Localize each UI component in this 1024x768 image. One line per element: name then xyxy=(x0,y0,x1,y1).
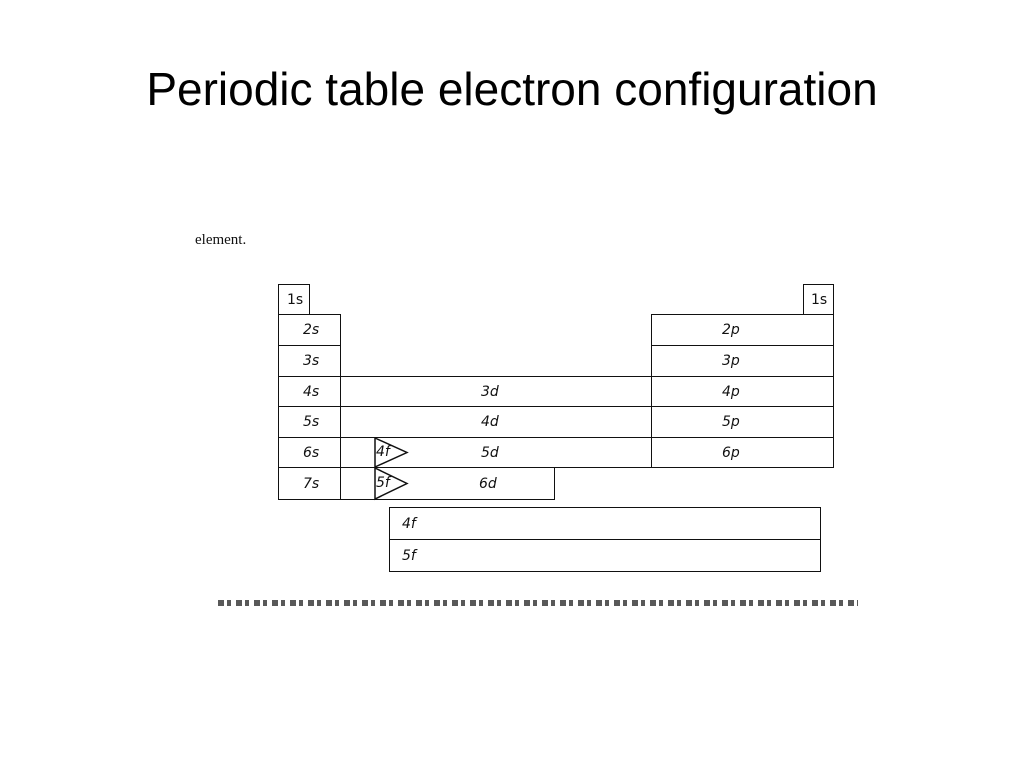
cell-5p: 5p xyxy=(651,406,834,438)
cell-6p: 6p xyxy=(651,437,834,468)
cell-4d: 4d xyxy=(340,406,652,438)
cell-3s: 3s xyxy=(278,345,341,377)
cropped-footer-text xyxy=(218,600,858,606)
cell-6d: 6d xyxy=(340,467,555,500)
slide-title: Periodic table electron configuration xyxy=(146,63,878,115)
cell-5f: 5f xyxy=(389,539,821,572)
f-insert-marker-6 xyxy=(374,437,409,469)
f-inline-label-6: 4f xyxy=(376,444,390,460)
figure-caption: element. xyxy=(195,232,247,248)
cell-7s: 7s xyxy=(278,467,341,500)
cell-1s-right: 1s xyxy=(803,284,834,315)
cell-5s: 5s xyxy=(278,406,341,438)
cell-1s-left: 1s xyxy=(278,284,310,315)
cell-4s: 4s xyxy=(278,376,341,407)
cell-6s: 6s xyxy=(278,437,341,468)
cell-2s: 2s xyxy=(278,314,341,346)
cell-4f: 4f xyxy=(389,507,821,540)
cell-4p: 4p xyxy=(651,376,834,407)
f-inline-label-7: 5f xyxy=(376,475,390,491)
cell-3d: 3d xyxy=(340,376,652,407)
f-insert-marker-7 xyxy=(374,467,409,501)
cell-2p: 2p xyxy=(651,314,834,346)
cell-3p: 3p xyxy=(651,345,834,377)
